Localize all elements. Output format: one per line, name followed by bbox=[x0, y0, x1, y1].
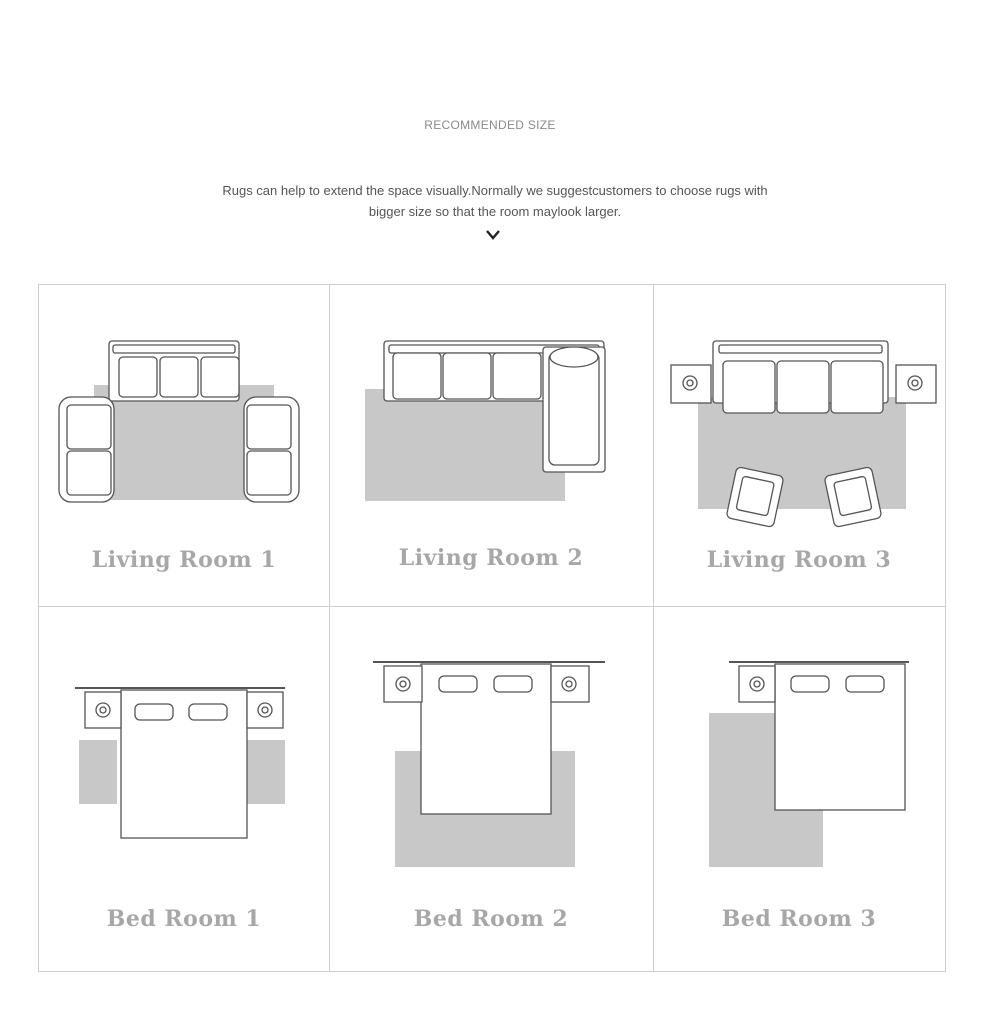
room-label: Living Room 1 bbox=[91, 547, 277, 573]
living-room-2-illustration bbox=[365, 340, 606, 501]
room-label: Living Room 2 bbox=[398, 545, 584, 571]
room-card-living-room-2: Living Room 2 bbox=[329, 285, 653, 606]
living-room-3-illustration bbox=[670, 340, 937, 528]
room-label: Bed Room 2 bbox=[413, 906, 569, 932]
room-card-bed-room-1: Bed Room 1 bbox=[39, 606, 329, 973]
room-size-grid: Living Room 1 Living Room 2 bbox=[38, 284, 946, 972]
living-room-1-illustration bbox=[58, 340, 300, 503]
room-card-living-room-1: Living Room 1 bbox=[39, 285, 329, 606]
bed-room-2-illustration bbox=[373, 661, 605, 867]
bed-room-3-illustration bbox=[709, 661, 909, 867]
room-label: Living Room 3 bbox=[706, 547, 892, 573]
room-label: Bed Room 3 bbox=[721, 906, 877, 932]
bed-room-1-illustration bbox=[75, 687, 285, 839]
room-label: Bed Room 1 bbox=[106, 906, 262, 932]
description-line-1: Rugs can help to extend the space visual… bbox=[222, 183, 768, 198]
room-card-bed-room-2: Bed Room 2 bbox=[329, 606, 653, 973]
room-card-bed-room-3: Bed Room 3 bbox=[653, 606, 945, 973]
description-line-2: bigger size so that the room maylook lar… bbox=[368, 204, 622, 219]
recommended-size-heading: RECOMMENDED SIZE bbox=[424, 118, 556, 132]
room-card-living-room-3: Living Room 3 bbox=[653, 285, 945, 606]
chevron-down-icon bbox=[486, 230, 500, 240]
